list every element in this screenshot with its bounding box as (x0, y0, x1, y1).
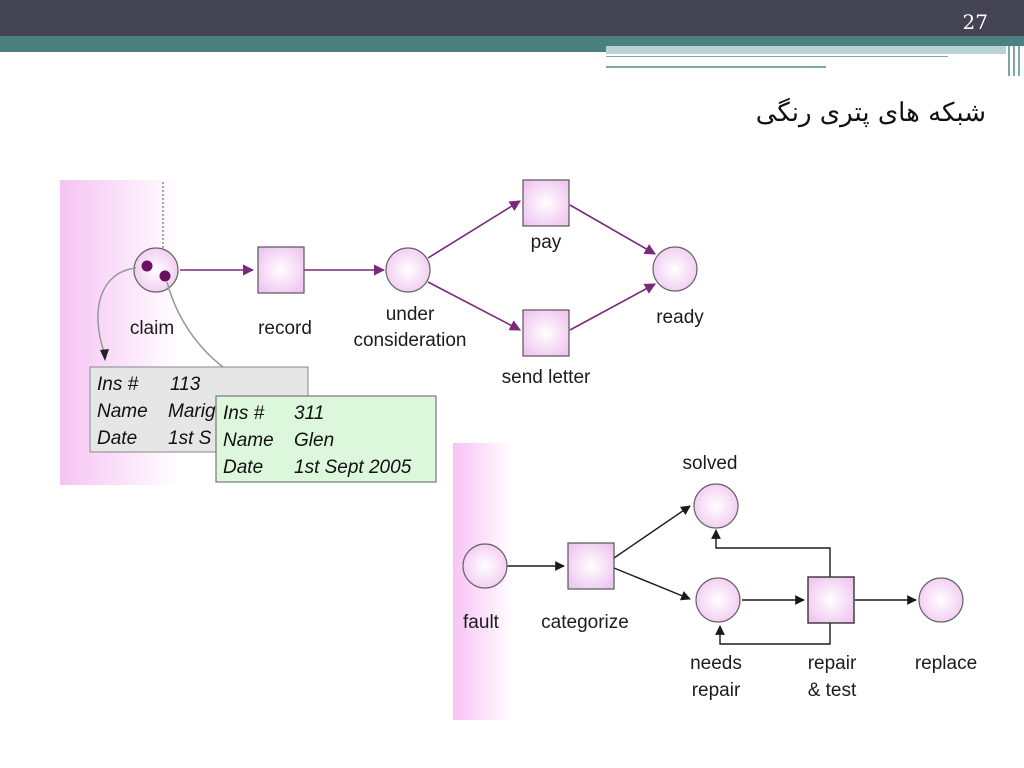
header-thin-line-lower (606, 66, 826, 68)
arc-categorize-needs (613, 567, 691, 601)
label-record: record (258, 318, 312, 339)
place-claim (133, 247, 179, 293)
label-repair-test-1: repair (808, 653, 857, 674)
front-name-label: Name (223, 430, 274, 451)
transition-pay (522, 179, 570, 227)
label-needs: needs (690, 653, 742, 674)
token-card-front: Ins # 311 Name Glen Date 1st Sept 2005 (215, 395, 437, 483)
label-fault: fault (463, 612, 500, 633)
label-under: under (386, 304, 435, 325)
arc-send-ready (569, 283, 656, 331)
front-ins-value: 311 (294, 403, 324, 424)
front-ins-label: Ins # (223, 403, 265, 424)
label-repair-test-2: & test (808, 680, 857, 701)
diagram2: solved fault categorize needs repair rep… (462, 453, 977, 701)
slide-title: شبکه های پتری رنگی (755, 98, 986, 128)
transition-send-letter (522, 309, 570, 357)
back-ins-value: 113 (170, 374, 201, 395)
front-name-value: Glen (294, 430, 334, 451)
page-number: 27 (962, 10, 988, 34)
arc-under-pay (427, 200, 521, 259)
arc-repair-needs (715, 623, 831, 645)
place-fault (462, 543, 508, 589)
token-1 (141, 260, 153, 272)
label-claim: claim (130, 318, 174, 339)
header-teal-band (0, 36, 1024, 46)
front-date-value: 1st Sept 2005 (294, 457, 412, 478)
token-2 (159, 270, 171, 282)
place-under-consideration (385, 247, 431, 293)
label-solved: solved (683, 453, 738, 474)
token-pointer-back-tip (100, 349, 109, 361)
label-consideration: consideration (353, 330, 466, 351)
transition-categorize (567, 542, 615, 590)
diagram1: claim record under consideration pay sen… (89, 179, 704, 483)
label-replace: replace (915, 653, 977, 674)
header-thin-line (606, 56, 948, 57)
front-date-label: Date (223, 457, 263, 478)
label-ready: ready (656, 307, 704, 328)
back-date-value: 1st S (168, 428, 212, 449)
label-categorize: categorize (541, 612, 629, 633)
place-solved (693, 483, 739, 529)
transition-record (257, 246, 305, 294)
back-date-label: Date (97, 428, 137, 449)
token-pointer-back (97, 267, 137, 353)
header-dark-band (0, 0, 1024, 36)
label-send-letter: send letter (502, 367, 591, 388)
label-pay: pay (531, 232, 562, 253)
back-ins-label: Ins # (97, 374, 139, 395)
transition-repair-test (807, 576, 855, 624)
arc-pay-ready (569, 204, 656, 255)
header-light-stripe (606, 46, 1006, 54)
label-repair: repair (692, 680, 741, 701)
place-needs-repair (695, 577, 741, 623)
arc-under-send (427, 281, 521, 331)
back-name-label: Name (97, 401, 148, 422)
back-name-value: Marig (168, 401, 216, 422)
place-replace (918, 577, 964, 623)
header-teal-stripe (0, 46, 606, 52)
place-ready (652, 246, 698, 292)
arc-repair-solved (711, 529, 831, 577)
arc-categorize-solved (613, 505, 691, 559)
header-vertical-lines (1006, 46, 1024, 76)
